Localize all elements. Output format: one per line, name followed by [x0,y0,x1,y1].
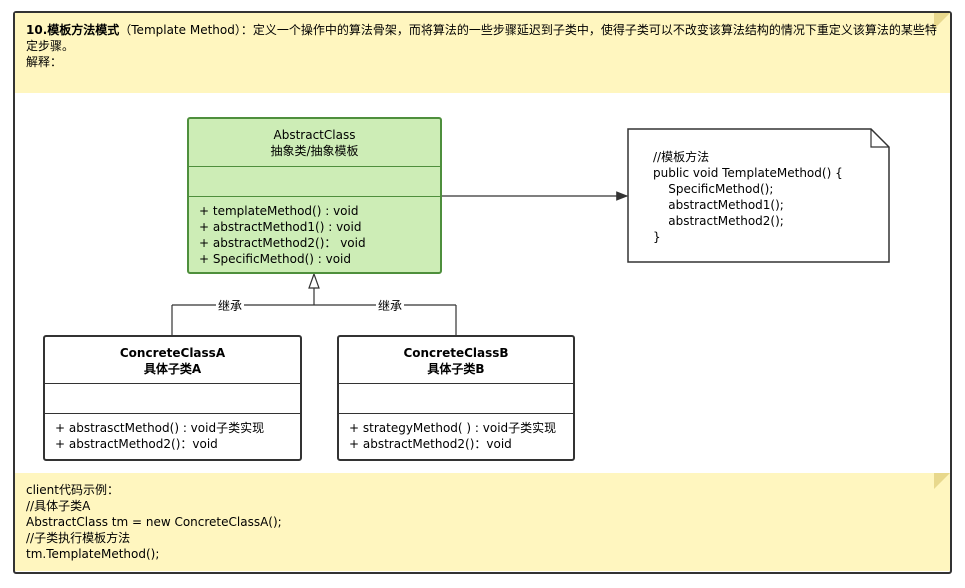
pattern-definition: （Template Method）：定义一个操作中的算法骨架，而将算法的一些步骤… [26,23,937,53]
client-note [15,473,950,571]
methods-section: + abstrasctMethod() : void子类实现 + abstrac… [45,414,300,452]
concrete-class-b-box: ConcreteClassB 具体子类B + strategyMethod( )… [337,335,575,461]
code-line: public void TemplateMethod() { [653,166,843,180]
method: + templateMethod() : void [199,204,359,218]
method: + SpecificMethod() : void [199,252,352,266]
client-line: //子类执行模板方法 [26,531,131,545]
header-note [15,13,950,93]
client-line: //具体子类A [26,499,91,513]
class-name: ConcreteClassA [119,346,226,360]
inherit-label-b: 继承 [376,299,405,313]
abstract-class-header: AbstractClass 抽象类/抽象模板 [189,119,440,167]
inherit-label-a: 继承 [216,299,245,313]
code-line: abstractMethod2(); [653,214,784,228]
header-note-fold [934,13,950,29]
client-line: AbstractClass tm = new ConcreteClassA(); [26,515,282,529]
concrete-a-header: ConcreteClassA 具体子类A [45,337,300,384]
header-note-text: 10.模板方法模式（Template Method）：定义一个操作中的算法骨架，… [26,22,938,70]
class-subtitle: 抽象类/抽象模板 [270,144,359,158]
explain-label: 解释： [26,55,63,69]
attributes-section [189,167,440,197]
class-subtitle: 具体子类A [143,362,202,376]
inherit-triangle-icon [308,272,320,289]
code-note-shape [627,128,890,263]
client-note-text: client代码示例： //具体子类A AbstractClass tm = n… [26,482,282,562]
code-line: SpecificMethod(); [653,182,774,196]
attributes-section [45,384,300,414]
client-line: client代码示例： [26,483,119,497]
template-code: //模板方法 public void TemplateMethod() { Sp… [653,149,843,245]
code-line: //模板方法 [653,150,710,164]
concrete-b-header: ConcreteClassB 具体子类B [339,337,573,384]
code-line: } [653,230,661,244]
pattern-title: 10.模板方法模式 [26,23,120,37]
method: + abstractMethod2()：void [349,437,512,451]
class-subtitle: 具体子类B [427,362,485,376]
method: + abstractMethod2()：void [55,437,218,451]
abstract-class-box: AbstractClass 抽象类/抽象模板 + templateMethod(… [187,117,442,274]
method: + strategyMethod( ) : void子类实现 [349,421,557,435]
method: + abstrasctMethod() : void子类实现 [55,421,265,435]
attributes-section [339,384,573,414]
concrete-class-a-box: ConcreteClassA 具体子类A + abstrasctMethod()… [43,335,302,461]
methods-section: + templateMethod() : void + abstractMeth… [189,197,440,267]
method: + abstractMethod1() : void [199,220,362,234]
client-note-fold [934,473,950,489]
class-name: ConcreteClassB [403,346,509,360]
class-name: AbstractClass [273,128,356,142]
code-note-fold [870,129,889,148]
code-line: abstractMethod1(); [653,198,784,212]
method: + abstractMethod2()： void [199,236,366,250]
methods-section: + strategyMethod( ) : void子类实现 + abstrac… [339,414,573,452]
client-line: tm.TemplateMethod(); [26,547,160,561]
